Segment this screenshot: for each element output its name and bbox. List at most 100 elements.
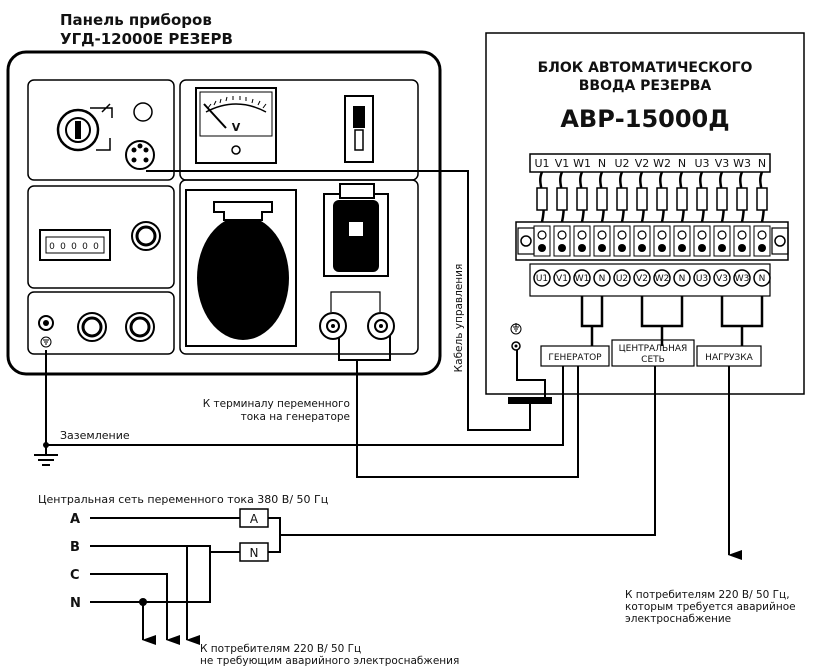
terminal-label-circle	[753, 269, 771, 287]
terminal-block	[515, 221, 789, 261]
ats-title-line2: ВВОДА РЕЗЕРВА	[579, 78, 712, 94]
terminal-label: V3	[715, 157, 730, 170]
ac-terminal-icon	[319, 291, 395, 340]
terminal-screws	[533, 225, 771, 257]
terminal-label-bottom: U2	[616, 274, 628, 284]
terminal-screw-top	[617, 230, 627, 240]
terminal-label-bottom: U3	[696, 274, 708, 284]
terminal-screw-top	[657, 230, 667, 240]
terminal-cell	[613, 225, 631, 257]
terminal-screw-bottom	[538, 244, 546, 252]
voltmeter-icon: V	[195, 87, 277, 164]
grid-group-label-line2: СЕТЬ	[641, 355, 665, 365]
wire-ferrule	[696, 187, 708, 211]
terminal-screw-top	[717, 230, 727, 240]
terminal-screw-bottom	[738, 244, 746, 252]
terminal-screw-bottom	[698, 244, 706, 252]
wire-ferrule	[596, 187, 608, 211]
terminal-screw-top	[597, 230, 607, 240]
wire-ferrule	[716, 187, 728, 211]
terminal-label-circle	[733, 269, 751, 287]
indicator-lamp	[133, 102, 153, 122]
meter-box-a	[239, 508, 269, 528]
wire-ferrule	[756, 187, 768, 211]
generator-group-box	[540, 345, 610, 367]
panel-title-line1: Панель приборов	[60, 11, 212, 29]
terminal-label-bottom: V1	[556, 274, 568, 284]
counter-digit: 0	[71, 242, 77, 252]
output-socket-icon	[77, 312, 107, 342]
grid-group-box	[611, 339, 695, 367]
terminal-label-bottom: W1	[575, 274, 590, 284]
terminal-label-bottom: U1	[536, 274, 548, 284]
grid-label: Центральная сеть переменного тока 380 В/…	[38, 493, 328, 506]
terminal-label-bottom: W3	[735, 274, 750, 284]
terminal-label: U3	[694, 157, 709, 170]
instrument-panel: V 0 0 0 0 0	[6, 50, 442, 376]
meter-box-a-label: A	[250, 512, 259, 526]
terminal-label-bottom: V3	[716, 274, 728, 284]
terminal-label-circle	[613, 269, 631, 287]
terminal-label-circle	[693, 269, 711, 287]
terminal-cell	[553, 225, 571, 257]
round-button-icon	[131, 221, 161, 251]
terminal-cell	[593, 225, 611, 257]
terminal-screw-bottom	[598, 244, 606, 252]
hour-counter-icon: 0 0 0 0 0	[39, 229, 111, 261]
terminal-label-circle	[573, 269, 591, 287]
terminal-label-bottom: W2	[655, 274, 670, 284]
terminal-screw-top	[737, 230, 747, 240]
meter-box-n	[239, 542, 269, 562]
terminal-label-circle	[593, 269, 611, 287]
terminal-label-circle	[633, 269, 651, 287]
cable-connector	[508, 397, 552, 404]
terminal-label: N	[758, 157, 766, 170]
terminal-screw-bottom	[578, 244, 586, 252]
terminal-label: U1	[534, 157, 549, 170]
emergency-consumers-line3: электроснабжение	[625, 613, 731, 625]
emergency-consumers-line2: которым требуется аварийное	[625, 601, 796, 613]
load-group-label: НАГРУЗКА	[705, 353, 753, 363]
wire-ferrule	[736, 187, 748, 211]
counter-digit: 0	[82, 242, 88, 252]
counter-digit: 0	[49, 242, 55, 252]
terminal-label-bottom: V2	[636, 274, 648, 284]
terminal-screw-top	[677, 230, 687, 240]
terminal-cell	[673, 225, 691, 257]
panel-title-line2: УГД-12000Е РЕЗЕРВ	[60, 30, 233, 48]
emergency-consumers-line1: К потребителям 220 В/ 50 Гц,	[625, 589, 790, 601]
phase-b-label: B	[70, 540, 80, 555]
wire-ferrule	[536, 187, 548, 211]
wire-ferrule	[576, 187, 588, 211]
terminal-screw-top	[637, 230, 647, 240]
phase-n-label: N	[70, 596, 81, 611]
power-socket-small-icon	[323, 183, 389, 277]
terminal-label: U2	[614, 157, 629, 170]
wire-ferrule	[656, 187, 668, 211]
ats-ground-icon	[510, 323, 522, 351]
terminal-cell	[533, 225, 551, 257]
ats-title-line1: БЛОК АВТОМАТИЧЕСКОГО	[538, 60, 753, 76]
ac-terminal-label-line2: тока на генераторе	[241, 411, 350, 423]
power-socket-large-icon	[185, 189, 297, 347]
terminal-cell	[653, 225, 671, 257]
ignition-key-icon	[56, 103, 113, 152]
terminal-screw-top	[537, 230, 547, 240]
counter-digit: 0	[93, 242, 99, 252]
terminal-label-circle	[533, 269, 551, 287]
terminal-label-circle	[553, 269, 571, 287]
terminal-screw-top	[757, 230, 767, 240]
ats-unit: БЛОК АВТОМАТИЧЕСКОГО ВВОДА РЕЗЕРВА АВР-1…	[485, 32, 805, 395]
terminal-cell	[733, 225, 751, 257]
non-emergency-consumers-line1: К потребителям 220 В/ 50 Гц	[200, 643, 361, 655]
breaker-icon	[344, 95, 374, 163]
wire-ferrule	[676, 187, 688, 211]
terminal-label-bottom: N	[679, 274, 686, 284]
terminal-screw-bottom	[638, 244, 646, 252]
phase-c-label: C	[70, 568, 80, 583]
terminal-label: W2	[653, 157, 671, 170]
terminal-cell	[633, 225, 651, 257]
ats-model: АВР-15000Д	[560, 105, 729, 133]
counter-digit: 0	[60, 242, 66, 252]
